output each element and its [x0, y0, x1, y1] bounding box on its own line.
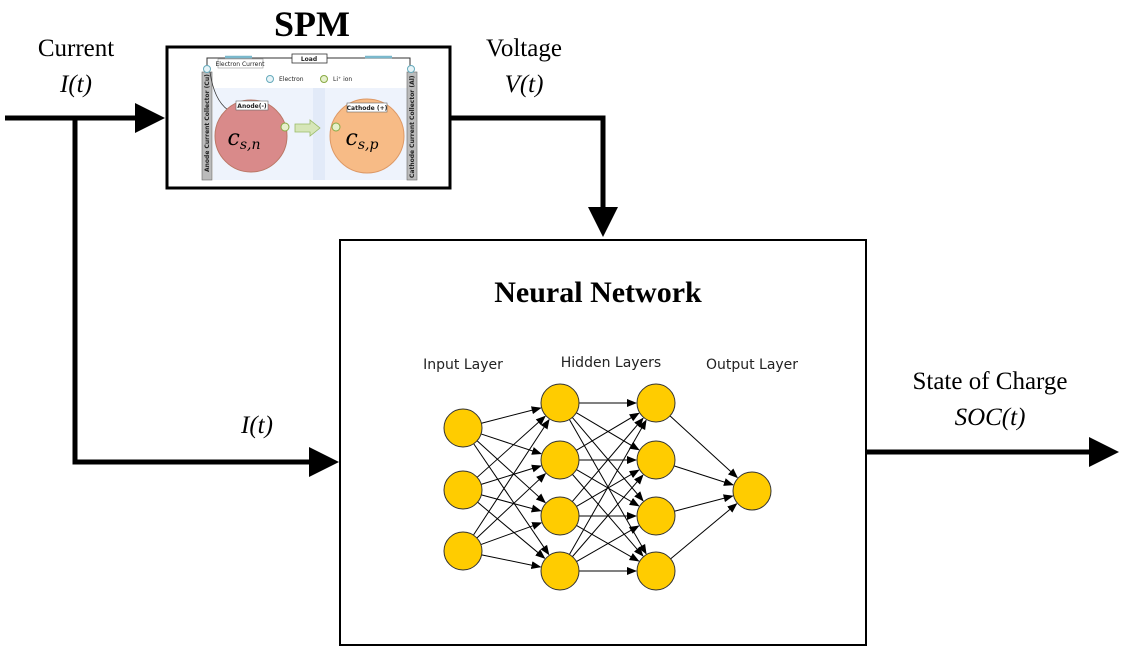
- cathode-collector-label: Cathode Current Collector (Al): [409, 75, 416, 178]
- nn-connection: [674, 494, 734, 512]
- electron-current-label: Electron Current: [215, 61, 265, 68]
- voltage-arrow: [450, 115, 618, 237]
- anode-concentration: cs,n: [228, 126, 261, 153]
- hidden-node: [636, 551, 676, 591]
- nn-connection: [669, 415, 738, 479]
- nn-input-symbol: I(t): [240, 412, 273, 439]
- nn-connection: [480, 433, 542, 455]
- input-layer-label: Input Layer: [423, 357, 503, 373]
- output-node: [732, 471, 772, 511]
- nn-connection: [476, 440, 546, 504]
- cathode-label: Cathode (+): [347, 105, 388, 112]
- cathode-particle: [329, 98, 405, 174]
- current-symbol: I(t): [59, 71, 92, 98]
- electron-icon: [203, 65, 211, 73]
- nn-connection: [481, 406, 542, 424]
- li-ion-icon: [331, 122, 341, 132]
- li-ion-legend-label: Li⁺ ion: [333, 76, 352, 83]
- nn-nodes: [443, 383, 772, 591]
- nn-connection: [481, 554, 542, 570]
- voltage-symbol: V(t): [505, 71, 544, 98]
- spm-illustration: Load Electron Current Anode Current Coll…: [201, 53, 418, 181]
- nn-connection: [476, 472, 547, 539]
- hidden-layers-label: Hidden Layers: [561, 355, 661, 371]
- electron-path: [209, 71, 229, 111]
- li-ion-legend-icon: [320, 75, 328, 83]
- li-ion-icon: [280, 122, 290, 132]
- nn-connection: [476, 415, 546, 478]
- ion-transfer-arrow: [294, 119, 321, 137]
- output-layer-label: Output Layer: [706, 357, 798, 373]
- nn-connection: [481, 464, 542, 485]
- electron-legend-label: Electron: [279, 76, 304, 83]
- nn-connection: [572, 474, 644, 557]
- voltage-label: Voltage: [486, 35, 562, 62]
- electron-legend-icon: [266, 75, 274, 83]
- hidden-node: [540, 383, 580, 423]
- nn-connection: [673, 465, 734, 486]
- hidden-node: [540, 440, 580, 480]
- current-label: Current: [38, 35, 114, 62]
- hidden-node: [636, 440, 676, 480]
- nn-connection: [576, 525, 640, 562]
- neural-network-box: [339, 239, 867, 646]
- soc-symbol: SOC(t): [955, 404, 1026, 431]
- anode-particle: [214, 99, 288, 173]
- nn-connection: [568, 419, 647, 555]
- input-node: [443, 408, 483, 448]
- hidden-node: [636, 383, 676, 423]
- hidden-node: [540, 496, 580, 536]
- nn-connection: [480, 522, 543, 546]
- electron-icon: [407, 65, 415, 73]
- nn-connection: [670, 503, 738, 560]
- current-to-nn-arrow: [72, 118, 339, 477]
- nn-connection: [481, 494, 542, 513]
- hidden-node: [540, 551, 580, 591]
- hidden-node: [636, 496, 676, 536]
- input-node: [443, 470, 483, 510]
- nn-connection: [473, 443, 550, 556]
- nn-connections: [472, 399, 738, 575]
- spm-title: SPM: [274, 4, 350, 44]
- nn-connection: [472, 418, 550, 536]
- input-node: [443, 531, 483, 571]
- cathode-concentration: cs,p: [346, 126, 379, 153]
- load-box: [291, 53, 328, 64]
- load-label: Load: [301, 56, 317, 63]
- nn-connection: [576, 412, 640, 451]
- nn-connection: [571, 417, 644, 502]
- anode-label: Anode(-): [237, 103, 267, 110]
- anode-collector-label: Anode Current Collector (Cu): [204, 74, 211, 172]
- nn-title: Neural Network: [494, 276, 702, 309]
- electron-current-box: [217, 58, 264, 69]
- soc-label: State of Charge: [912, 368, 1067, 395]
